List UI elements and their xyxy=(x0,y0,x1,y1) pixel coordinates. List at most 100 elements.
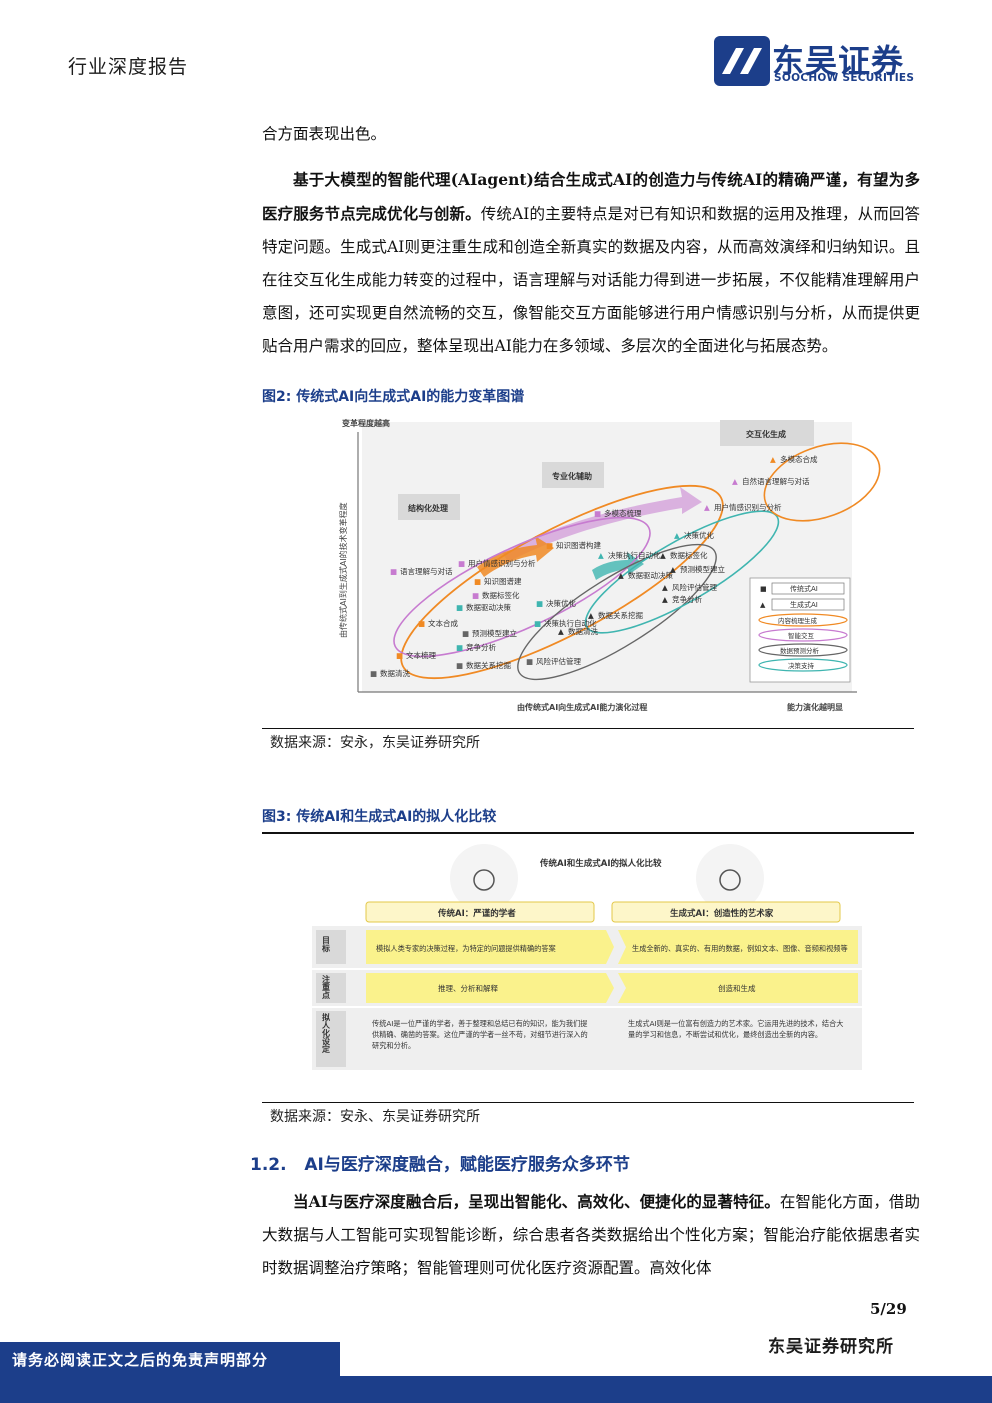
legend-marker-triangle: ▲ xyxy=(760,601,766,609)
row-label-goal: 目标 xyxy=(322,936,331,953)
footer-disclaimer: 请务必阅读正文之后的免责声明部分 xyxy=(12,1351,269,1369)
item-label: ■ xyxy=(458,559,465,568)
col-traditional: 传统AI：严谨的学者 xyxy=(437,908,516,919)
section-heading: 1.2. AI与医疗深度融合，赋能医疗服务众多环节 xyxy=(250,1150,630,1175)
figure3-title: 图3: 传统AI和生成式AI的拟人化比较 xyxy=(262,806,914,834)
stage-structured: 结构化处理 xyxy=(408,503,448,513)
item-label: 风险评估管理 xyxy=(672,582,717,592)
item-label: ■ xyxy=(396,651,403,660)
paragraph-medical-ai: 当AI与医疗深度融合后，呈现出智能化、高效化、便捷化的显著特征。在智能化方面，借… xyxy=(262,1185,920,1285)
item-label: 数据清洗 xyxy=(380,668,410,678)
item-label: 文本梳理 xyxy=(406,650,436,660)
item-label: ■ xyxy=(456,603,463,612)
row-label-persona: 拟人化设定 xyxy=(321,1012,331,1054)
item-label: 数据标签化 xyxy=(482,590,520,600)
legend-traditional: 传统式AI xyxy=(790,584,818,593)
head-star-icon xyxy=(719,869,741,891)
item-label: 竞争分析 xyxy=(466,642,496,652)
logo-english-name: SOOCHOW SECURITIES xyxy=(774,72,915,84)
item-label: 数据关系挖掘 xyxy=(466,660,511,670)
figure2-chart: 变革程度越高 由传统式AI到生成式AI的技术变革程度 由传统式AI向生成式AI能… xyxy=(262,412,914,729)
item-label: ■ xyxy=(456,643,463,652)
item-label: ■ xyxy=(526,657,533,666)
item-label: 用户情感识别与分析 xyxy=(468,558,536,568)
row-label-focus: 注重点 xyxy=(322,974,331,1000)
item-label: 知识图谱构建 xyxy=(556,540,601,550)
row-goal-traditional: 模拟人类专家的决策过程，为特定的问题提供精确的答案 xyxy=(376,944,556,953)
item-label: ■ xyxy=(474,577,481,586)
legend-predict: 数据预测分析 xyxy=(780,646,820,655)
paragraph-ai-agent-body: 传统AI的主要特点是对已有知识和数据的运用及推理，从而回答特定问题。生成式AI则… xyxy=(262,205,920,355)
item-label: ■ xyxy=(462,629,469,638)
item-label: 预测模型建立 xyxy=(472,628,517,638)
figure3-chart: 传统AI和生成式AI的拟人化比较 传统AI：严谨的学者 生成式AI：创造性的艺术… xyxy=(262,832,914,1103)
item-label: 语言理解与对话 xyxy=(400,566,453,576)
paragraph-medical-ai-lead: 当AI与医疗深度融合后，呈现出智能化、高效化、便捷化的显著特征。 xyxy=(293,1192,780,1211)
item-label: ■ xyxy=(370,669,377,678)
footer-bar xyxy=(0,1376,992,1403)
col-generative: 生成式AI：创造性的艺术家 xyxy=(670,908,774,919)
item-label: ■ xyxy=(546,541,553,550)
paragraph-ai-agent: 基于大模型的智能代理(AIagent)结合生成式AI的创造力与传统AI的精确严谨… xyxy=(262,163,920,363)
item-label: 数据清洗 xyxy=(568,626,598,636)
head-gear-icon xyxy=(473,869,495,891)
item-label: 决策优化 xyxy=(546,598,576,608)
item-label: 预测模型建立 xyxy=(680,564,725,574)
row-focus-generative: 创造和生成 xyxy=(718,983,756,993)
section-title: AI与医疗深度融合，赋能医疗服务众多环节 xyxy=(304,1155,630,1175)
row-persona-traditional: 传统AI是一位严谨的学者，善于整理和总结已有的知识，能为我们提供精确、确凿的答案… xyxy=(372,1019,588,1050)
logo-chinese-name: 东吴证券 xyxy=(772,42,905,80)
footer-disclaimer-box[interactable]: 请务必阅读正文之后的免责声明部分 xyxy=(0,1342,340,1376)
report-type-label: 行业深度报告 xyxy=(68,56,189,78)
item-label: ▲ xyxy=(704,503,710,512)
item-label: 数据驱动决策 xyxy=(466,602,511,612)
row-persona-generative: 生成式AI则是一位富有创造力的艺术家。它运用先进的技术，结合大量的学习和信息，不… xyxy=(628,1019,844,1039)
paragraph-continued: 合方面表现出色。 xyxy=(262,125,387,143)
item-label: ▲ xyxy=(558,627,564,636)
soochow-logo-icon xyxy=(714,36,770,86)
compare-chart-title: 传统AI和生成式AI的拟人化比较 xyxy=(539,858,662,869)
soochow-logo: 东吴证券 SOOCHOW SECURITIES xyxy=(714,36,924,86)
stage-interactive: 交互化生成 xyxy=(746,429,786,439)
legend-interaction: 智能交互 xyxy=(788,631,815,640)
item-label: ▲ xyxy=(770,455,776,464)
item-label: 文本合成 xyxy=(428,618,458,628)
figure3-source: 数据来源：安永、东吴证券研究所 xyxy=(270,1109,480,1125)
item-label: 自然语言理解与对话 xyxy=(742,476,810,486)
item-label: 多模态梳理 xyxy=(604,508,642,518)
legend-marker-square: ■ xyxy=(760,585,767,593)
stage-professional: 专业化辅助 xyxy=(552,471,592,481)
footer-institute: 东吴证券研究所 xyxy=(768,1337,894,1357)
item-label: 多模态合成 xyxy=(780,454,818,464)
row-goal-generative: 生成全新的、真实的、有用的数据，例如文本、图像、音频和视频等 xyxy=(632,944,848,953)
legend-generative: 生成式AI xyxy=(790,600,818,609)
item-label: 用户情感识别与分析 xyxy=(714,502,782,512)
item-label: 数据驱动决策 xyxy=(628,570,673,580)
item-label: ▲ xyxy=(662,595,668,604)
figure2-title: 图2: 传统式AI向生成式AI的能力变革图谱 xyxy=(262,386,914,414)
item-label: ▲ xyxy=(674,531,680,540)
x-axis-label: 由传统式AI向生成式AI能力演化过程 xyxy=(517,702,647,712)
item-label: ▲ xyxy=(618,571,624,580)
item-label: ▲ xyxy=(598,551,604,560)
figure2-source: 数据来源：安永，东吴证券研究所 xyxy=(270,735,480,751)
item-label: 数据关系挖掘 xyxy=(598,610,643,620)
item-label: ■ xyxy=(390,567,397,576)
item-label: ▲ xyxy=(588,611,594,620)
item-label: ▲ xyxy=(660,551,666,560)
item-label: ▲ xyxy=(732,477,738,486)
item-label: 风险评估管理 xyxy=(536,656,581,666)
item-label: 竞争分析 xyxy=(672,594,702,604)
y-axis-top-label: 变革程度越高 xyxy=(342,418,390,428)
item-label: ■ xyxy=(534,619,541,628)
item-label: 决策执行自动化 xyxy=(544,618,597,628)
item-label: ▲ xyxy=(662,583,668,592)
page-number: 5/29 xyxy=(870,1300,907,1318)
legend-decision: 决策支持 xyxy=(788,661,815,670)
item-label: 数据标签化 xyxy=(670,550,708,560)
y-axis-label: 由传统式AI到生成式AI的技术变革程度 xyxy=(338,502,348,638)
item-label: 决策执行自动化 xyxy=(608,550,661,560)
x-axis-right-label: 能力演化越明显 xyxy=(787,702,843,712)
item-label: ■ xyxy=(418,619,425,628)
item-label: 决策优化 xyxy=(684,530,714,540)
